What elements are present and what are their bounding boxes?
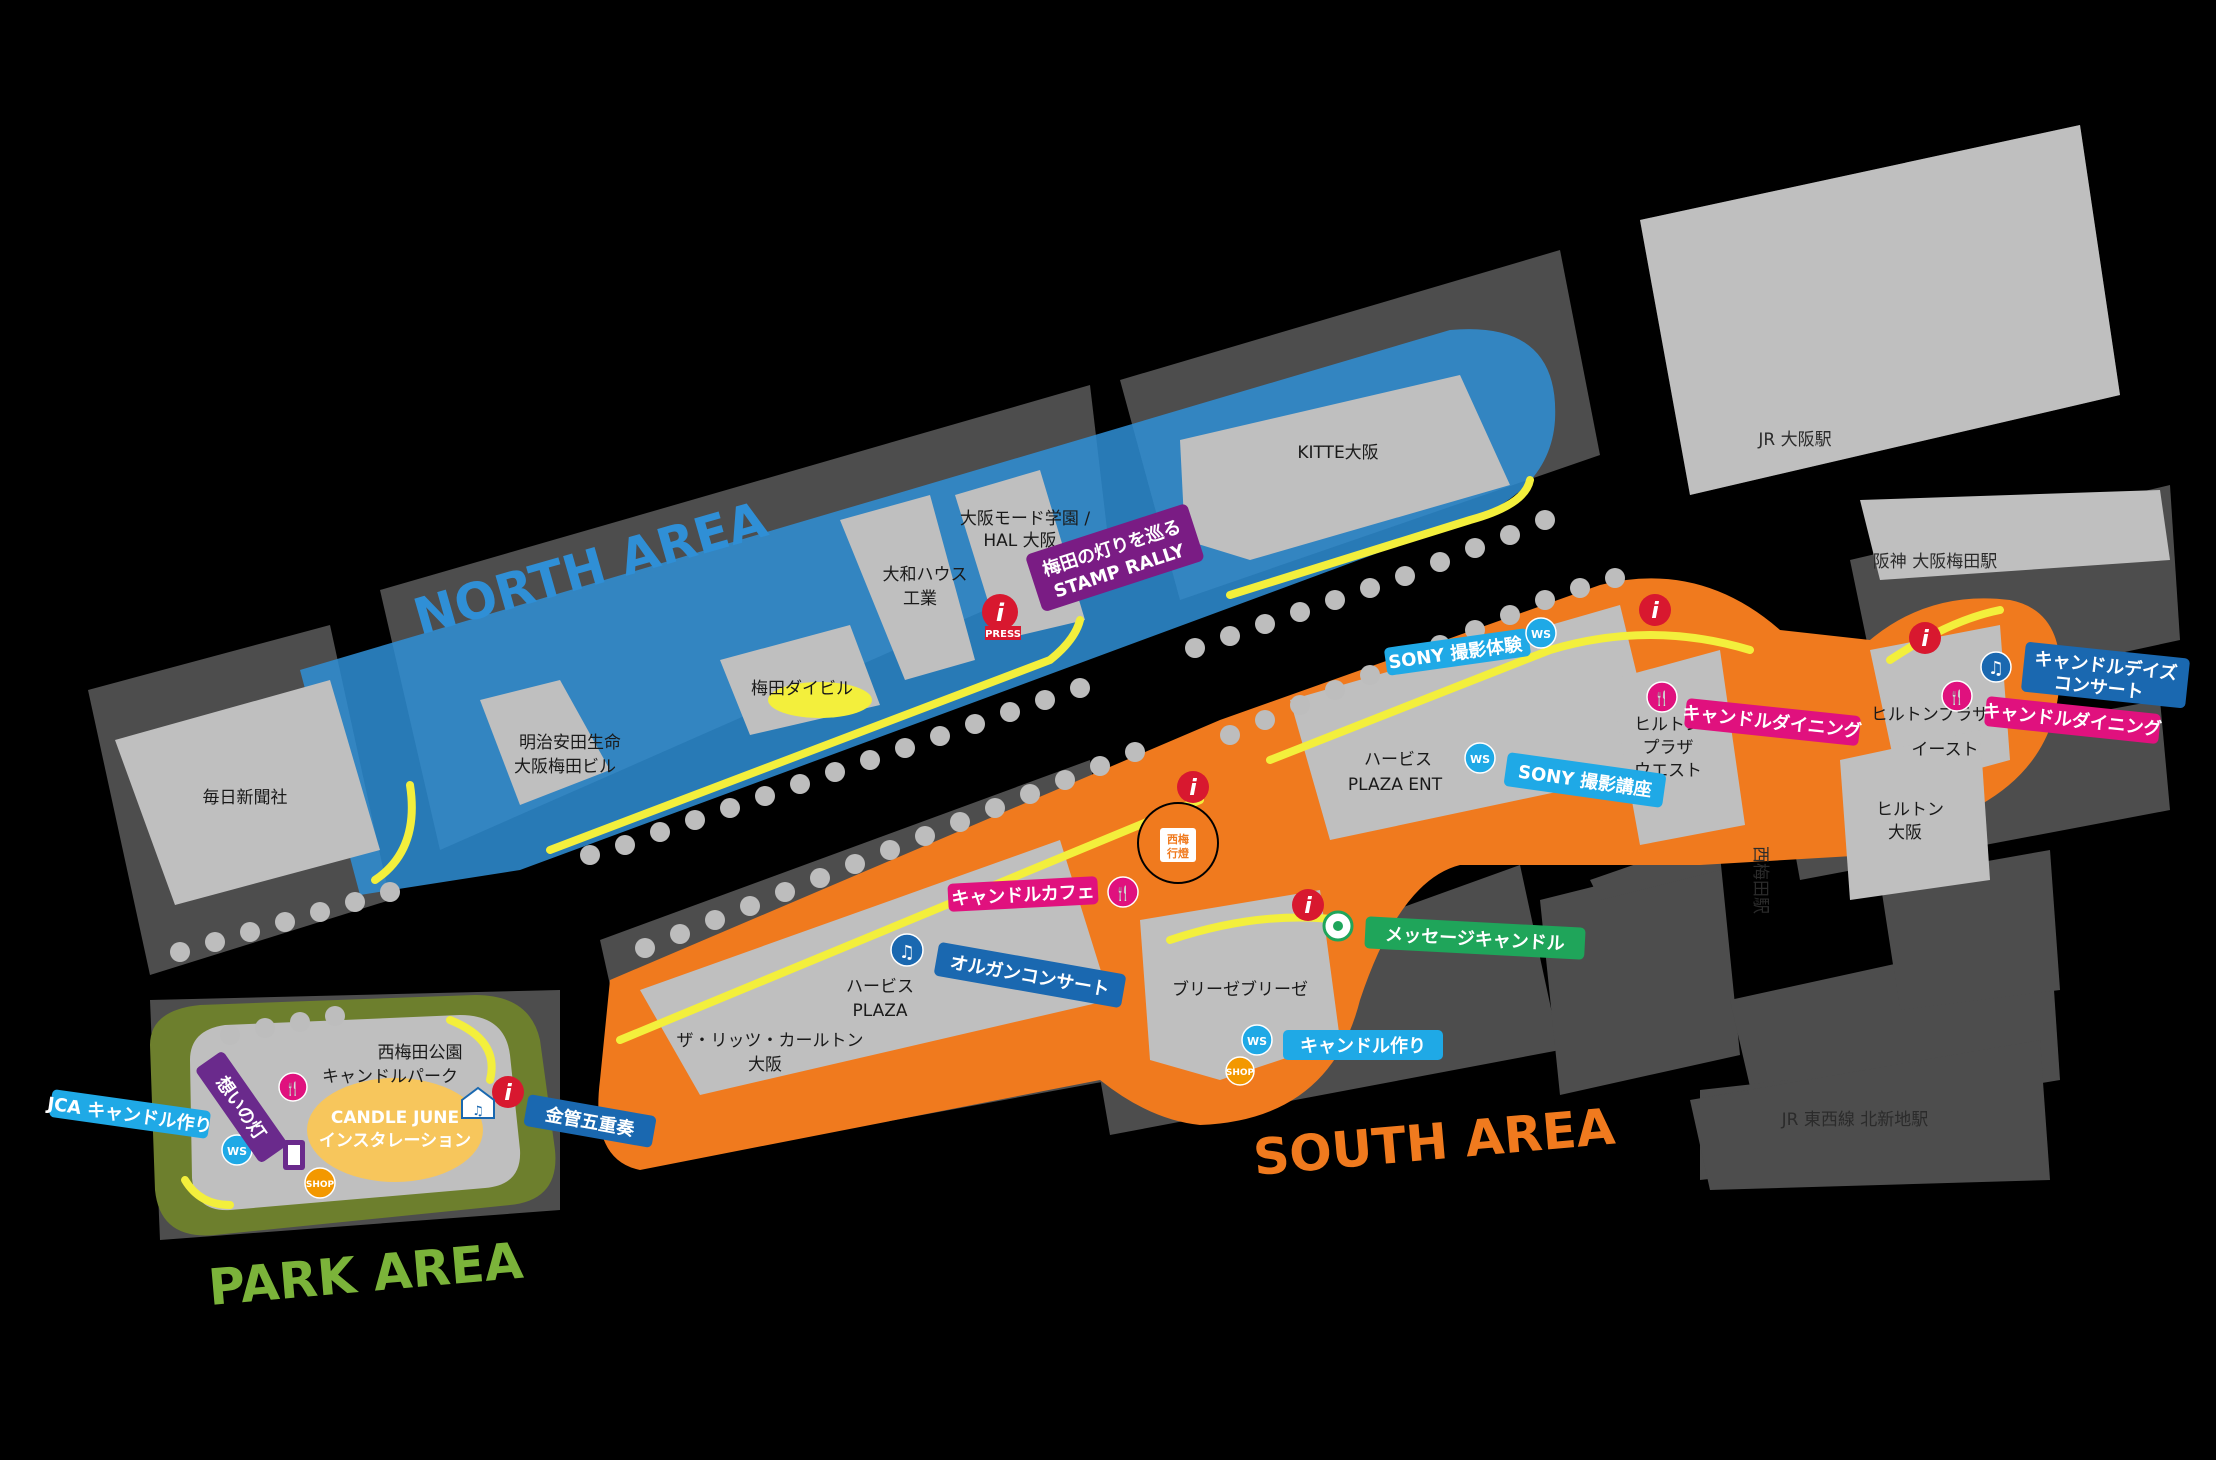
- building-hilton-osaka: [1840, 730, 1990, 900]
- nishiumeda-gyoto-icon[interactable]: 西梅 行燈: [1137, 802, 1219, 884]
- ws-icon[interactable]: WS: [1525, 617, 1557, 649]
- music-icon[interactable]: ♫: [1980, 651, 2012, 683]
- label-meiji-2: 大阪梅田ビル: [514, 757, 616, 777]
- message-candle-tag[interactable]: メッセージキャンドル: [1364, 916, 1586, 960]
- label-meiji-1: 明治安田生命: [519, 733, 621, 753]
- svg-text:🍴: 🍴: [1653, 690, 1670, 707]
- food-icon[interactable]: 🍴: [278, 1072, 308, 1102]
- south-area-title: SOUTH AREA: [1251, 1098, 1618, 1187]
- omoi-lantern-icon: [283, 1140, 305, 1170]
- building-labels: 毎日新聞社 明治安田生命 大阪梅田ビル 梅田ダイビル 大和ハウス 工業 大阪モー…: [203, 430, 1998, 1151]
- svg-text:SHOP: SHOP: [1226, 1068, 1255, 1078]
- building-mainichi: [115, 680, 380, 905]
- svg-text:♫: ♫: [472, 1104, 484, 1119]
- info-icon[interactable]: i: [1292, 889, 1324, 921]
- label-daiwa-2: 工業: [903, 589, 937, 609]
- svg-text:♫: ♫: [1988, 658, 2004, 679]
- candle-cafe-tag[interactable]: キャンドルカフェ: [947, 876, 1099, 912]
- food-icon[interactable]: 🍴: [1646, 681, 1678, 713]
- info-icon[interactable]: i: [1177, 771, 1209, 803]
- label-mainichi: 毎日新聞社: [203, 788, 288, 808]
- label-candle-june-1: CANDLE JUNE: [331, 1108, 459, 1128]
- label-mode-1: 大阪モード学園 /: [960, 509, 1090, 529]
- shop-icon[interactable]: SHOP: [1225, 1056, 1255, 1086]
- svg-text:i: i: [1304, 894, 1312, 919]
- label-jr-kitashinchi: JR 東西線 北新地駅: [1781, 1110, 1929, 1130]
- label-hilton-osaka-1: ヒルトン: [1876, 800, 1944, 820]
- label-hanshin: 阪神 大阪梅田駅: [1873, 552, 1997, 572]
- building-meiji-yasuda: [480, 680, 610, 805]
- svg-text:i: i: [996, 599, 1005, 627]
- gyoto-label-2: 行燈: [1166, 846, 1190, 860]
- music-icon[interactable]: ♫: [890, 933, 924, 967]
- label-herbis-plaza-1: ハービス: [846, 977, 914, 997]
- svg-text:WS: WS: [1247, 1035, 1267, 1048]
- label-umeda-daibiru: 梅田ダイビル: [751, 679, 853, 699]
- press-label: PRESS: [985, 629, 1021, 640]
- label-herbis-ent-1: ハービス: [1364, 750, 1432, 770]
- label-daiwa-1: 大和ハウス: [883, 565, 968, 585]
- label-herbis-ent-2: PLAZA ENT: [1348, 775, 1443, 795]
- label-hilton-osaka-2: 大阪: [1888, 823, 1922, 843]
- shop-icon[interactable]: SHOP: [304, 1167, 336, 1199]
- label-herbis-plaza-2: PLAZA: [852, 1001, 907, 1021]
- info-icon[interactable]: i: [1639, 594, 1671, 626]
- info-icon[interactable]: i: [492, 1076, 524, 1108]
- candle-lines: [181, 476, 2004, 1209]
- music-house-icon[interactable]: ♫: [461, 1086, 495, 1119]
- ws-icon[interactable]: WS: [1241, 1024, 1273, 1056]
- label-hilton-east-1: ヒルトンプラザ: [1871, 705, 1990, 725]
- trees: [170, 510, 1625, 1045]
- svg-text:i: i: [1921, 627, 1929, 652]
- svg-text:🍴: 🍴: [1948, 689, 1965, 706]
- svg-text:WS: WS: [227, 1145, 247, 1158]
- building-jr-osaka: [1640, 125, 2120, 495]
- building-station-hanshin: [1860, 490, 2170, 580]
- umeda-daibiru-candle: [768, 682, 872, 718]
- label-jr-osaka: JR 大阪駅: [1757, 430, 1831, 450]
- svg-text:i: i: [504, 1081, 512, 1106]
- building-kitte: [1180, 375, 1510, 560]
- label-mode-2: HAL 大阪: [983, 531, 1056, 551]
- svg-text:i: i: [1651, 599, 1659, 624]
- label-breeze: ブリーゼブリーゼ: [1172, 979, 1308, 1000]
- candle-june-installation-area: [307, 1078, 483, 1182]
- food-icon[interactable]: 🍴: [1107, 876, 1139, 908]
- message-icon[interactable]: [1322, 910, 1354, 942]
- svg-text:SHOP: SHOP: [306, 1180, 335, 1190]
- candle-making-tag[interactable]: キャンドル作り: [1283, 1030, 1443, 1060]
- building-daiwa: [840, 495, 975, 680]
- park-area-title: PARK AREA: [206, 1232, 526, 1317]
- label-hilton-west-2: プラザ: [1643, 738, 1694, 758]
- svg-text:WS: WS: [1531, 628, 1551, 641]
- label-ritz-2: 大阪: [748, 1055, 782, 1075]
- info-icon[interactable]: i PRESS: [982, 594, 1021, 640]
- gyoto-label-1: 西梅: [1167, 832, 1189, 846]
- svg-text:♫: ♫: [899, 942, 915, 963]
- ws-icon[interactable]: WS: [221, 1134, 253, 1166]
- label-kitte: KITTE大阪: [1297, 443, 1378, 463]
- label-park-1: 西梅田公園: [378, 1043, 463, 1063]
- label-hilton-east-2: イースト: [1911, 740, 1978, 760]
- svg-text:i: i: [1189, 776, 1197, 801]
- svg-text:WS: WS: [1470, 753, 1490, 766]
- svg-text:🍴: 🍴: [1114, 885, 1131, 902]
- label-candle-june-2: インスタレーション: [319, 1131, 471, 1151]
- info-icon[interactable]: i: [1909, 622, 1941, 654]
- label-ritz-1: ザ・リッツ・カールトン: [677, 1031, 864, 1051]
- label-park-2: キャンドルパーク: [322, 1067, 458, 1087]
- info-points: i PRESS i i i i i: [492, 594, 1941, 1108]
- food-icon[interactable]: 🍴: [1941, 680, 1973, 712]
- ws-icon[interactable]: WS: [1464, 742, 1496, 774]
- label-nishiumeda-station: 西梅田駅: [1750, 846, 1770, 914]
- svg-text:キャンドル作り: キャンドル作り: [1300, 1035, 1426, 1057]
- svg-text:🍴: 🍴: [285, 1081, 301, 1097]
